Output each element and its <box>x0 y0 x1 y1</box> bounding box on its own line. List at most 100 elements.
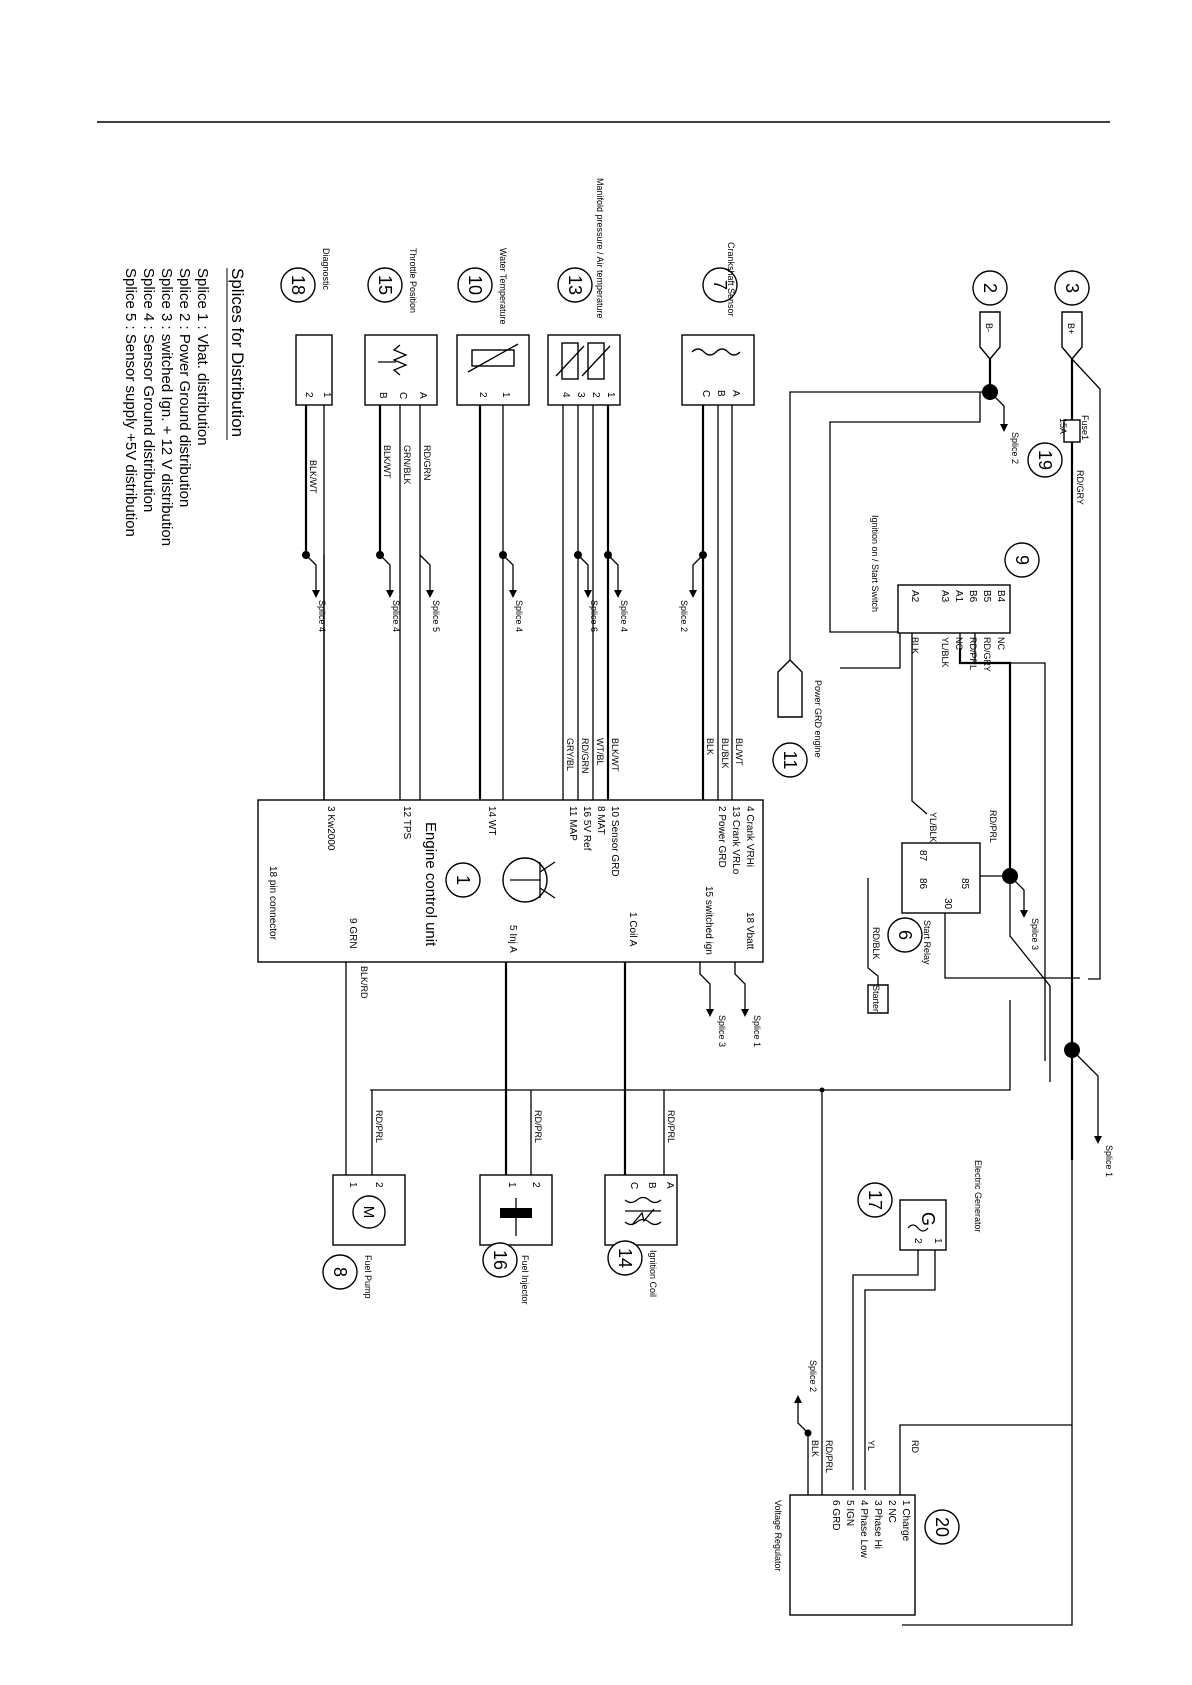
switch-pin: B5 <box>981 590 992 603</box>
actuator-supply-bus: RD/PRL RD/PRL RD/PRL <box>370 1000 1011 1495</box>
wire-color: GRN/BLK <box>402 445 412 485</box>
map-air-temp-sensor: 13 Manifold pressure / Air temperature 1… <box>547 178 621 406</box>
battery-terminals: 3 B+ 2 B- <box>972 270 1090 361</box>
wire-color: RD/GRN <box>422 445 432 481</box>
water-number: 10 <box>465 275 485 295</box>
wire-color: BLK/WT <box>382 445 392 479</box>
fuse-rating: 15A <box>1058 418 1068 434</box>
tps-pin: A <box>417 392 428 399</box>
ecu-number: 1 <box>453 875 473 885</box>
generator-letter: G <box>918 1212 938 1226</box>
b-minus-number: 2 <box>980 283 1000 293</box>
wire-color: RD/BLK <box>871 927 881 960</box>
regulator-label: Voltage Regulator <box>773 1500 783 1572</box>
ecu-pin-label: 2 Power GRD <box>716 806 727 868</box>
b-minus-label: B- <box>984 323 994 332</box>
legend-item: Splice 1 : Vbat. distribution <box>194 268 211 446</box>
ecu-output-wires: Splice 1 Splice 3 BLK/RD <box>345 962 762 1175</box>
ecu-pin-label: 10 Sensor GRD <box>609 806 620 877</box>
ecu-title: Engine control unit <box>422 822 439 947</box>
ground-label: Power GRD engine <box>813 680 823 758</box>
map-pin: 2 <box>590 392 601 398</box>
wire-color: YL <box>866 1440 876 1451</box>
splice-label: Splice 6 <box>589 600 599 632</box>
power-wires: Fuse1 15A 19 RD/GRY Splice 2 11 Power GR… <box>772 358 1101 1160</box>
splice-label: Splice 5 <box>431 600 441 632</box>
regulator-pin: 3 Phase Hi <box>872 1500 883 1549</box>
ecu-pin-label: 1 Coil A <box>627 912 638 947</box>
splice-label: Splice 2 <box>808 1360 818 1392</box>
splice-label: Splice 1 <box>752 1015 762 1047</box>
splice-1-node: Splice 1 <box>902 1042 1114 1626</box>
wire-color: WT/BL <box>595 738 605 766</box>
ecu-pin-label: 9 GRN <box>347 918 358 949</box>
ecu-pin-label: 12 TPS <box>401 806 412 839</box>
tps-pin: B <box>377 392 388 399</box>
crank-label: Crankshaft Sensor <box>726 242 736 317</box>
ignition-switch: 9 B4 B5 B6 A1 A3 A2 Ignition on / Start … <box>840 515 1046 1061</box>
regulator-pin: 4 Phase Low <box>858 1500 869 1559</box>
switch-label: Ignition on / Start Switch <box>870 515 880 612</box>
b-plus-number: 3 <box>1062 283 1082 293</box>
water-temperature-sensor: 10 Water Temperature 1 2 <box>456 248 530 406</box>
wire-color: RD/PRL <box>533 1110 543 1143</box>
pump-pin: 1 <box>347 1182 358 1188</box>
pump-pin: 2 <box>373 1182 384 1188</box>
injector-number: 16 <box>490 1250 510 1270</box>
relay-pin: 87 <box>917 850 928 862</box>
sensor-wires <box>302 405 733 800</box>
fuel-pump: 2 1 M 8 Fuel Pump <box>322 1174 406 1299</box>
legend-item: Splice 3 : switched Ign. + 12 V distribu… <box>158 268 175 546</box>
coil-pin: C <box>628 1182 639 1189</box>
switch-pin: A3 <box>939 590 950 603</box>
legend-item: Splice 2 : Power Ground distribution <box>176 268 193 507</box>
pump-motor-letter: M <box>360 1206 377 1219</box>
ecu-pin-label: 5 Inj A <box>507 925 518 953</box>
wire-color: BL/BLK <box>720 738 730 769</box>
sensor-wire-color-labels: BL/WT BL/BLK BLK BLK/WT WT/BL RD/GRN GRY… <box>308 445 744 774</box>
injector-pin: 2 <box>530 1182 541 1188</box>
wire-color: BLK/RD <box>359 966 369 999</box>
wire-color: BLK <box>705 738 715 755</box>
relay-label: Start Relay <box>922 920 932 965</box>
fuse-label: Fuse1 <box>1080 415 1090 440</box>
wire-color: RD/PRL <box>988 810 998 843</box>
diag-number: 18 <box>288 275 308 295</box>
ecu-pin-label: 18 Vbatt <box>744 912 755 949</box>
ecu-pin-label: 14 WT <box>486 806 497 835</box>
coil-pin: A <box>664 1182 675 1189</box>
crankshaft-sensor: 7 Crankshaft Sensor A B C <box>681 242 755 406</box>
splice-label: Splice 4 <box>619 600 629 632</box>
coil-pin: B <box>646 1182 657 1189</box>
switch-pin: B4 <box>995 590 1006 603</box>
ignition-coil: A B C 14 Ignition Coil <box>604 1174 678 1297</box>
wire-color: BLK/WT <box>308 460 318 494</box>
relay-pin: 30 <box>942 898 953 910</box>
crank-pin: A <box>730 390 741 397</box>
generator-label: Electric Generator <box>973 1160 983 1233</box>
diag-pin: 2 <box>303 392 314 398</box>
wire-color: RD/PRL <box>374 1110 384 1143</box>
legend-title: Splices for Distribution <box>228 268 247 437</box>
splice-label: Splice 3 <box>717 1015 727 1047</box>
wire-color: RD <box>910 1440 920 1453</box>
switch-pin: B6 <box>967 590 978 603</box>
regulator-number: 20 <box>932 1517 952 1537</box>
coil-number: 14 <box>615 1248 635 1268</box>
sensor-splice-labels: Splice 2 Splice 4 Splice 6 Splice 4 Spli… <box>317 600 689 632</box>
switch-pin: A2 <box>909 590 920 603</box>
wire-color: BLK <box>810 1440 820 1457</box>
wire-color: BLK/WT <box>610 738 620 772</box>
voltage-regulator: 20 1 Charge 2 NC 3 Phase Hi 4 Phase Low … <box>773 1360 1072 1616</box>
throttle-position-sensor: 15 Throttle Position A C B <box>364 248 438 406</box>
pump-number: 8 <box>330 1267 350 1277</box>
injector-label: Fuel Injector <box>520 1255 530 1305</box>
ecu-pin-label: 8 MAT <box>595 806 606 835</box>
map-pin: 4 <box>560 392 571 398</box>
regulator-pin: 1 Charge <box>900 1500 911 1542</box>
splice-label: Splice 2 <box>1010 432 1020 464</box>
switch-wire: RD/GRY <box>982 637 992 672</box>
splice-label: Spilce 3 <box>1030 918 1040 950</box>
generator-number: 17 <box>865 1190 885 1210</box>
b-plus-label: B+ <box>1066 323 1076 334</box>
